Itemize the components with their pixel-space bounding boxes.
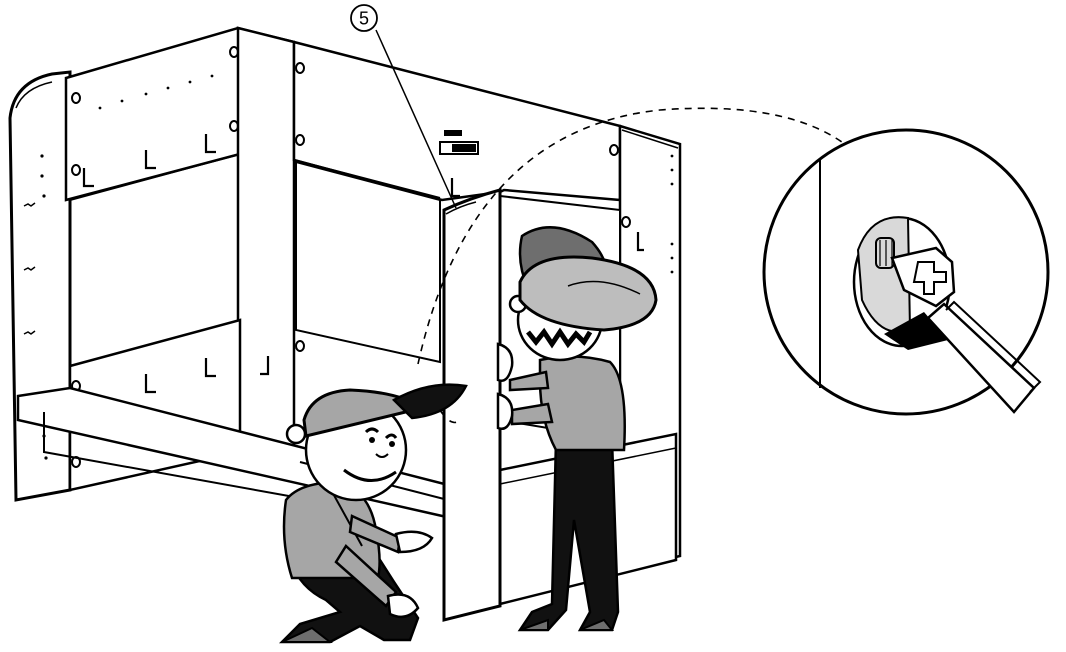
callout-number: 5 — [359, 9, 369, 29]
cam-lock-detail — [764, 130, 1048, 414]
left-side-panel — [10, 72, 70, 500]
door-panel — [444, 190, 500, 620]
